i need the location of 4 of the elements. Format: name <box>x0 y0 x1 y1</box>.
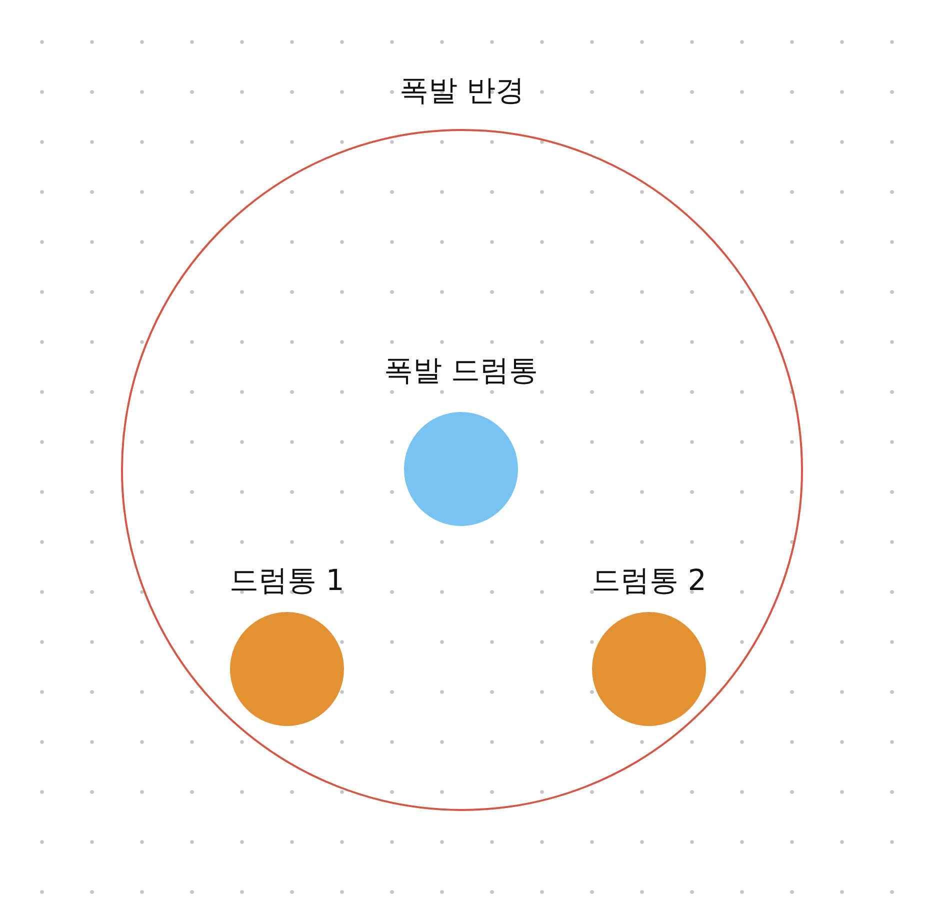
circle-label: 폭발 드럼통 <box>384 352 538 389</box>
circle-label: 드럼통 1 <box>230 562 344 599</box>
circle-label: 폭발 반경 <box>399 72 525 109</box>
circle-label: 드럼통 2 <box>592 562 706 599</box>
